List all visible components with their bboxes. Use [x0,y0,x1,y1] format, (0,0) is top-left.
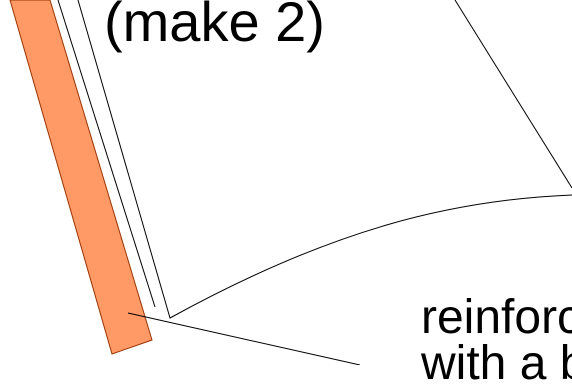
orange-strip [9,0,153,355]
sheet-inner-edge [57,0,156,308]
title-label: (make 2) [104,0,325,53]
diagram-canvas [9,0,572,365]
sheet-right-edge [454,0,572,189]
pointer-line [127,312,361,365]
sheet-outline [77,0,572,319]
note-text-line-2: with a b [421,337,572,390]
note-text-line-1: reinforc [421,291,572,344]
